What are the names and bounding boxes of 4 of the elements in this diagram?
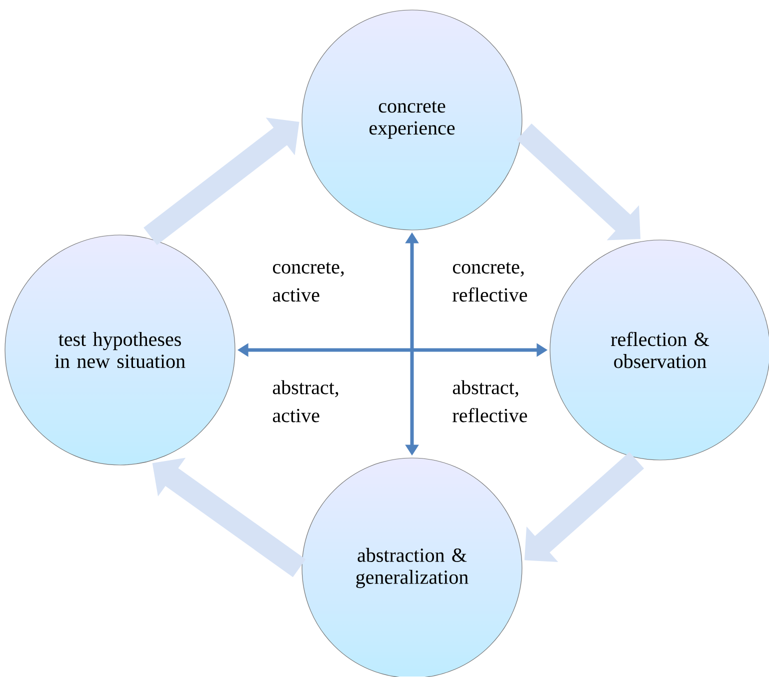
quadrant-label: abstract, reflective: [452, 380, 528, 422]
quadrant-label: concrete, active: [272, 262, 344, 302]
quadrant-label: concrete, reflective: [452, 262, 528, 302]
quadrant-label: abstract, active: [272, 380, 338, 422]
